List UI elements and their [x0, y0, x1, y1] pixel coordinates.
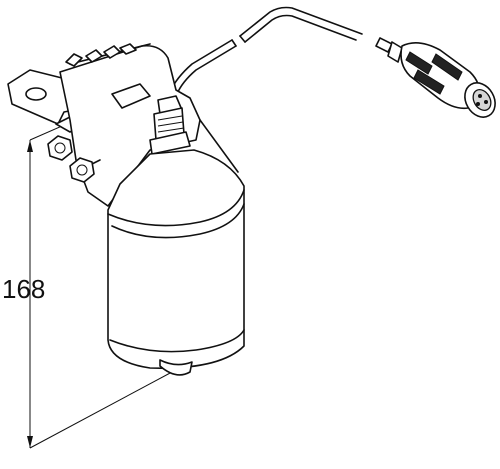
hex-bolt-upper — [47, 135, 73, 161]
connector-plug — [375, 37, 496, 118]
dimension-height-label: 168 — [2, 274, 46, 304]
dimension-lines — [27, 125, 173, 449]
cable-gland — [149, 95, 191, 155]
head-block — [59, 43, 201, 207]
cable — [169, 6, 363, 105]
dryer-cylinder — [107, 119, 245, 376]
hex-bolt-lower — [69, 157, 95, 183]
